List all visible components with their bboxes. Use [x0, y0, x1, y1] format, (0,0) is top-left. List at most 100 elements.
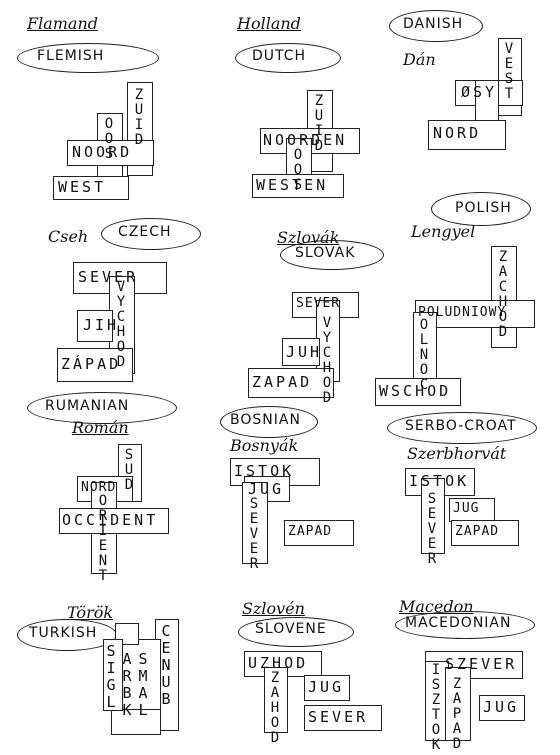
language-label: MACEDONIAN	[405, 615, 512, 631]
language-label: FLEMISH	[37, 48, 105, 64]
crossword-word: SEVER	[427, 491, 437, 567]
native-language-name: Szlovén	[242, 599, 305, 618]
crossword-word: SMAL	[138, 650, 148, 719]
puzzle-box	[451, 520, 519, 546]
puzzle-box	[304, 705, 382, 731]
puzzle-box	[449, 498, 495, 522]
language-label: SLOVENE	[255, 621, 327, 637]
crossword-word: ØSY	[461, 83, 498, 101]
puzzle-box	[57, 348, 133, 382]
native-language-name: Lengyel	[411, 222, 476, 241]
native-language-name: Török	[67, 603, 114, 622]
crossword-word: JUG	[308, 678, 345, 696]
panel-serbo-croat: SERBO-CROAT Szerbhorvát ISTOK SEVER JUG …	[375, 400, 555, 585]
native-language-name: Bosnyák	[230, 436, 299, 455]
crossword-word: ZAHOD	[270, 670, 280, 746]
language-label: DUTCH	[252, 48, 307, 64]
crossword-word: VYCHOD	[116, 279, 126, 370]
language-label-oval	[17, 43, 159, 73]
crossword-word: SEVER	[249, 496, 259, 572]
puzzle-box	[284, 520, 354, 546]
puzzle-box	[252, 174, 344, 198]
panel-flemish: Flamand FLEMISH ZUID OOS NOORD WEST	[15, 10, 195, 200]
crossword-word: NORD	[433, 124, 482, 142]
language-label: DANISH	[403, 16, 464, 32]
language-label-oval	[220, 406, 318, 438]
language-label-oval	[280, 240, 384, 270]
crossword-word: WEST	[58, 178, 107, 196]
crossword-word: CENUB	[161, 622, 171, 708]
panel-slovak: Szlovák SLOVAK SEVER VYCHOD JUH ZAPAD	[200, 210, 384, 406]
puzzle-box	[59, 508, 169, 534]
panel-bosnian: BOSNIAN Bosnyák ISTOK JUG SEVER ZAPAD	[200, 400, 380, 585]
crossword-word: JUG	[483, 698, 520, 716]
puzzle-box	[53, 176, 129, 200]
crossword-word: ZACHOD	[498, 249, 508, 340]
language-label-oval	[27, 392, 177, 424]
puzzle-box	[428, 120, 506, 150]
language-label-oval	[387, 412, 537, 444]
language-label-oval	[238, 617, 354, 647]
crossword-word: UZHOD	[248, 654, 309, 672]
panel-turkish: Török TURKISH CENUB SMAL ARBK SIGL	[15, 595, 195, 755]
crossword-word: OLNOC	[419, 317, 429, 393]
crossword-word: VEST	[504, 41, 514, 102]
language-label: POLISH	[455, 200, 512, 216]
language-label: CZECH	[118, 224, 172, 240]
crossword-word: VYCHOD	[322, 315, 332, 406]
puzzle-box	[111, 709, 161, 735]
puzzle-box	[67, 140, 154, 166]
crossword-word: WSCHOD	[379, 382, 452, 400]
crossword-word: WESTEN	[256, 176, 329, 194]
crossword-word: JUG	[248, 480, 285, 498]
native-language-name: Román	[72, 418, 129, 437]
puzzle-box	[282, 338, 320, 366]
crossword-word: ZAPAD	[252, 373, 313, 391]
puzzle-box	[375, 378, 461, 406]
crossword-word: NOORD	[72, 143, 133, 161]
crossword-word: ZAPAD	[452, 676, 462, 752]
crossword-word: ORIENT	[98, 493, 108, 584]
language-label: TURKISH	[29, 625, 98, 641]
panel-danish: DANISH Dán VEST ØSY NORD	[375, 10, 555, 195]
crossword-word: JIH	[83, 316, 120, 334]
panel-macedonian: Macedon MACEDONIAN SZEVER ISZTOK ZAPAD J…	[375, 595, 555, 755]
crossword-word: NOORDEN	[263, 131, 348, 149]
native-language-name: Flamand	[27, 14, 99, 33]
language-label: RUMANIAN	[45, 398, 130, 414]
native-language-name: Holland	[237, 14, 301, 33]
puzzle-box	[304, 675, 350, 701]
panel-czech: Cseh CZECH SEVER VYCHOD JIH ZÁPAD	[15, 210, 201, 395]
puzzle-box	[103, 639, 123, 711]
crossword-word: JUG	[453, 501, 480, 516]
panel-polish: POLISH Lengyel ZACHOD POLUDNIOWY OLNOC W…	[375, 190, 555, 406]
puzzle-box	[491, 246, 517, 348]
language-label-oval	[395, 611, 535, 639]
crossword-word: SEVER	[296, 296, 341, 311]
puzzle-box	[421, 478, 445, 554]
native-language-name: Dán	[403, 50, 436, 69]
crossword-word: ZAPAD	[455, 524, 500, 539]
native-language-name: Cseh	[48, 227, 89, 246]
puzzle-box	[242, 482, 268, 564]
puzzle-box	[445, 667, 471, 741]
puzzle-box	[264, 667, 288, 733]
language-label-oval	[389, 10, 483, 42]
native-language-name: Szerbhorvát	[407, 444, 507, 463]
language-label: BOSNIAN	[230, 412, 301, 428]
language-label-oval	[101, 218, 201, 250]
crossword-word: OOS	[293, 147, 303, 193]
crossword-word: SEVER	[78, 268, 139, 286]
crossword-word: ZÁPAD	[61, 355, 122, 373]
crossword-word: ARBK	[122, 650, 132, 719]
crossword-word: ZAPAD	[288, 524, 333, 539]
crossword-word: ZUID	[134, 87, 144, 148]
crossword-word: SIGL	[106, 642, 116, 711]
language-label: SERBO-CROAT	[405, 418, 517, 434]
panel-dutch: Holland DUTCH ZUID NOORDEN OOS WESTEN	[200, 10, 380, 198]
puzzle-box	[248, 368, 334, 398]
puzzle-box	[73, 262, 167, 294]
language-label-oval	[235, 43, 341, 73]
panel-slovene: Szlovén SLOVENE UZHOD ZAHOD JUG SEVER	[200, 595, 382, 755]
crossword-word: ISTOK	[409, 472, 470, 490]
